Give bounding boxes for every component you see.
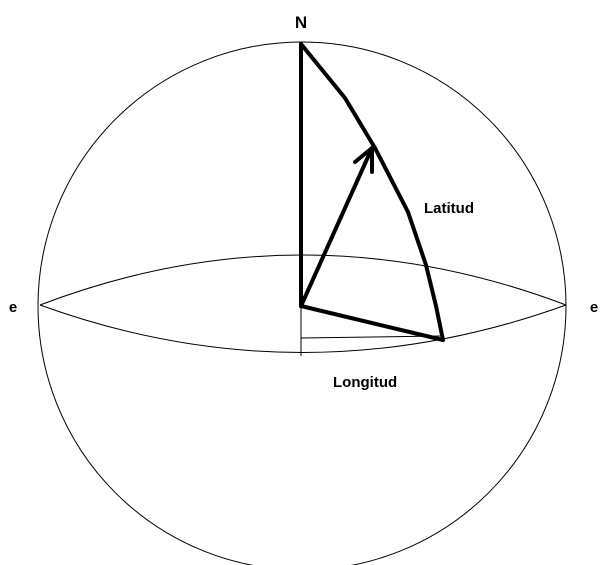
longitude-label: Longitud	[333, 374, 397, 391]
east-left-label: e	[9, 299, 17, 316]
latitude-label: Latitud	[424, 200, 474, 217]
east-right-label: e	[590, 299, 598, 316]
equator-lower-arc	[39, 304, 567, 353]
position-vector	[299, 146, 374, 308]
meridian-arc	[299, 42, 445, 342]
projection-line	[300, 335, 441, 339]
equatorial-radius	[299, 304, 445, 342]
sphere-outline	[37, 41, 567, 565]
north-label: N	[295, 13, 307, 32]
arrowhead	[353, 146, 374, 174]
